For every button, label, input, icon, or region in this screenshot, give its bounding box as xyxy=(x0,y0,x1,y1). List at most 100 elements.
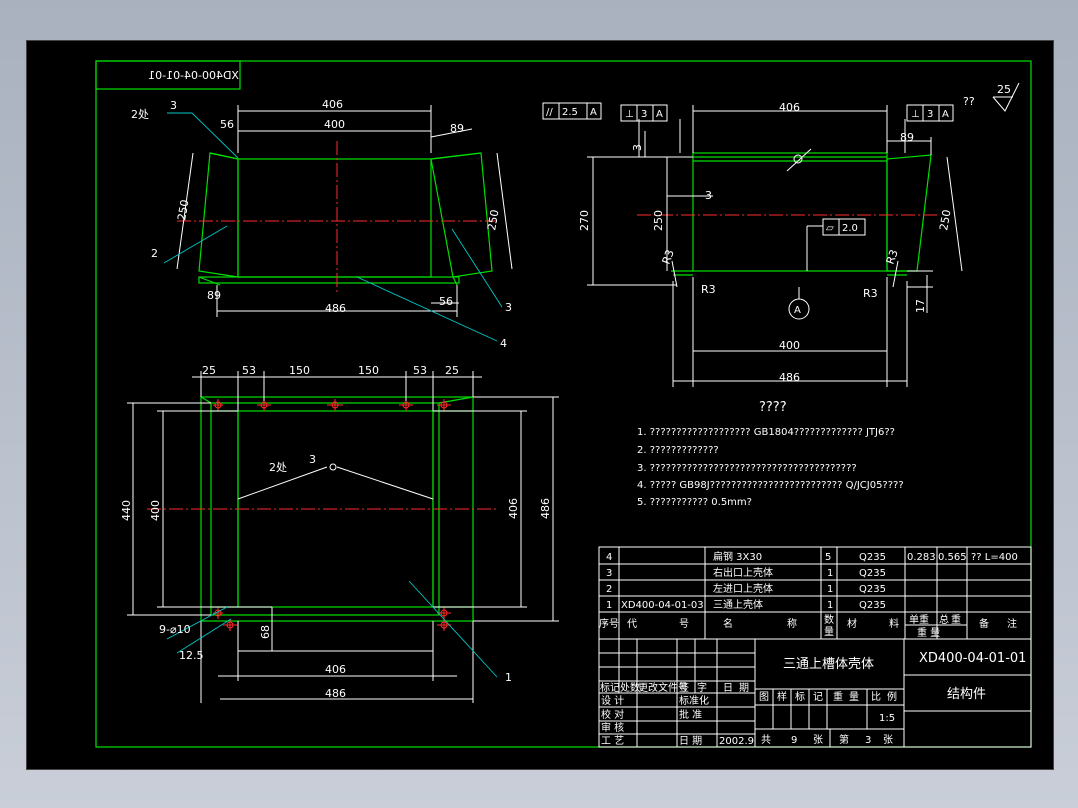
roughness-prefix: ?? xyxy=(963,95,975,108)
note-line-2: 2. ????????????? xyxy=(637,445,719,456)
dim-56-bottom: 56 xyxy=(439,295,453,308)
dim-250-side-left: 250 xyxy=(652,210,665,231)
dim-486-side: 486 xyxy=(779,371,800,384)
bom-h-no: 序号 xyxy=(599,617,619,630)
dim-400-plan: 400 xyxy=(149,500,162,521)
bom-1-no: 1 xyxy=(606,600,612,611)
stage-label-3: 记 xyxy=(813,691,823,703)
dim-r3-left: R3 xyxy=(701,283,716,296)
dim-486-front: 486 xyxy=(325,302,346,315)
hole-count-note: 9-⌀10 xyxy=(159,623,191,636)
part-type: 结构件 xyxy=(947,687,986,702)
drawing-number: XD400-04-01-01 xyxy=(919,651,1026,666)
callout-1: 1 xyxy=(505,671,512,684)
bom-h-qty2: 量 xyxy=(824,626,834,638)
bom-4-qty: 5 xyxy=(825,552,831,563)
roughness-symbol xyxy=(992,82,1020,112)
rev-label-6: 期 xyxy=(739,682,749,694)
bom-h-mat2: 料 xyxy=(889,617,899,630)
dim-400-side: 400 xyxy=(779,339,800,352)
dim-89-bottom: 89 xyxy=(207,289,221,302)
hole-angle-note: 12.5 xyxy=(179,649,204,662)
bom-h-total1: 总 xyxy=(939,613,949,626)
drawing-sheet: XD400-04-01-01 406 400 56 89 250 250 89 … xyxy=(26,40,1054,770)
date-label: 日 期 xyxy=(679,735,702,747)
stage-label-0: 图 xyxy=(759,691,769,703)
bom-4-note: ?? L=400 xyxy=(971,552,1018,563)
perp-datum-right: A xyxy=(942,109,949,120)
note-line-1: 1. ??????????????????? GB1804???????????… xyxy=(637,427,895,438)
front-view xyxy=(163,105,513,342)
title-block xyxy=(598,638,1032,748)
stage-label-6: 比 xyxy=(871,691,881,703)
perp-symbol-left: ⊥ xyxy=(625,109,634,120)
dim-3-top-side: 3 xyxy=(631,144,644,151)
rev-label-5: 日 xyxy=(723,683,733,694)
date-value: 2002.9 xyxy=(719,736,754,747)
parallel-symbol: // xyxy=(546,107,553,118)
bom-h-mat1: 材 xyxy=(847,617,857,630)
dim-406-plan: 406 xyxy=(325,663,346,676)
dim-25-left: 25 xyxy=(202,364,216,377)
perp-datum-left: A xyxy=(656,109,663,120)
flatness-fcf xyxy=(822,218,866,236)
dim-440-plan: 440 xyxy=(120,500,133,521)
bom-4-no: 4 xyxy=(606,552,612,563)
dim-56-front: 56 xyxy=(220,118,234,131)
dim-3-inner-side: 3 xyxy=(705,189,712,202)
dim-r3-right-top: R3 xyxy=(884,248,901,266)
notes-title: ???? xyxy=(759,400,787,415)
drawing-frame xyxy=(95,60,1032,748)
dim-250-side-right: 250 xyxy=(937,209,953,232)
bom-h-unit1: 单 xyxy=(909,614,919,626)
bom-2-mat: Q235 xyxy=(859,584,886,595)
weld-note-front: 2处 xyxy=(131,108,149,121)
flatness-value: 2.0 xyxy=(842,223,858,234)
bom-h-qty1: 数 xyxy=(824,613,834,626)
bom-h-code1: 代 xyxy=(627,618,637,630)
note-line-5: 5. ??????????? 0.5mm? xyxy=(637,497,752,508)
dim-406-side: 406 xyxy=(779,101,800,114)
roughness-value: 25 xyxy=(997,83,1011,96)
part-name: 三通上槽体壳体 xyxy=(783,657,874,672)
bom-4-total: 0.565 xyxy=(938,552,967,563)
bom-h-name2: 称 xyxy=(787,617,797,630)
weld-note-plan: 2处 xyxy=(269,461,287,474)
dim-r3-right: R3 xyxy=(863,287,878,300)
plan-view xyxy=(127,371,559,703)
role-process: 工 艺 xyxy=(601,735,624,747)
dim-r3-left-top: R3 xyxy=(660,248,677,266)
code-box xyxy=(95,60,241,90)
total-label: 共 xyxy=(761,734,771,746)
bom-3-name: 右出口上壳体 xyxy=(713,566,773,579)
bom-h-total2: 重 xyxy=(951,613,961,626)
bom-3-no: 3 xyxy=(606,568,612,579)
dim-486-plan-right: 486 xyxy=(539,498,552,519)
perp-value-right: 3 xyxy=(927,109,933,120)
bom-2-no: 2 xyxy=(606,584,612,595)
dim-17-side: 17 xyxy=(914,299,927,313)
dim-89-side: 89 xyxy=(900,131,914,144)
perp-fcf-left xyxy=(620,104,668,122)
dim-400-front: 400 xyxy=(324,118,345,131)
bom-3-qty: 1 xyxy=(827,568,833,579)
bom-h-note1: 备 xyxy=(979,617,989,630)
note-line-4: 4. ????? GB98J????????????????????????? … xyxy=(637,480,904,491)
bom-4-name: 扁钢 3X30 xyxy=(713,550,762,563)
stage-label-2: 标 xyxy=(795,691,805,703)
sheet-unit: 张 xyxy=(883,734,893,746)
bom-h-note2: 注 xyxy=(1007,617,1017,630)
role-review: 审 核 xyxy=(601,721,624,734)
rev-label-2: 更改文件号 xyxy=(638,681,688,694)
dim-406-plan-right: 406 xyxy=(507,498,520,519)
bom-h-code2: 号 xyxy=(679,618,689,630)
note-line-3: 3. ?????????????????????????????????????… xyxy=(637,463,857,474)
dim-250-left: 250 xyxy=(175,199,191,222)
bom-3-mat: Q235 xyxy=(859,568,886,579)
role-check: 校 对 xyxy=(601,708,624,721)
bom-2-name: 左进口上壳体 xyxy=(713,582,773,595)
perp-symbol-right: ⊥ xyxy=(911,109,920,120)
stage-label-1: 样 xyxy=(777,690,787,703)
bom-h-name1: 名 xyxy=(723,617,733,630)
dim-53-left: 53 xyxy=(242,364,256,377)
